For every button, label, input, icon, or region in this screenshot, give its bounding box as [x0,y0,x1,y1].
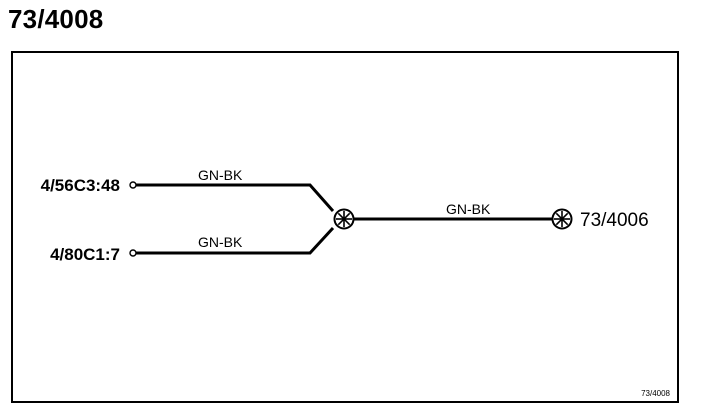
input-label-1: 4/56C3:48 [41,176,120,195]
input-label-2: 4/80C1:7 [50,245,120,264]
wire-1 [136,183,335,212]
wire-label-2: GN-BK [198,234,243,250]
page-title: 73/4008 [8,4,104,34]
diagram-frame [11,51,679,403]
connector-pin-1 [129,181,137,189]
wire-label-1: GN-BK [198,167,243,183]
output-label: 73/4006 [580,210,649,231]
wire-2 [136,226,335,255]
reference-number: 73/4008 [641,389,670,398]
ground-point-icon [551,208,573,230]
output-wire-label: GN-BK [446,201,491,217]
splice-icon [333,208,355,230]
connector-pin-2 [129,249,137,257]
